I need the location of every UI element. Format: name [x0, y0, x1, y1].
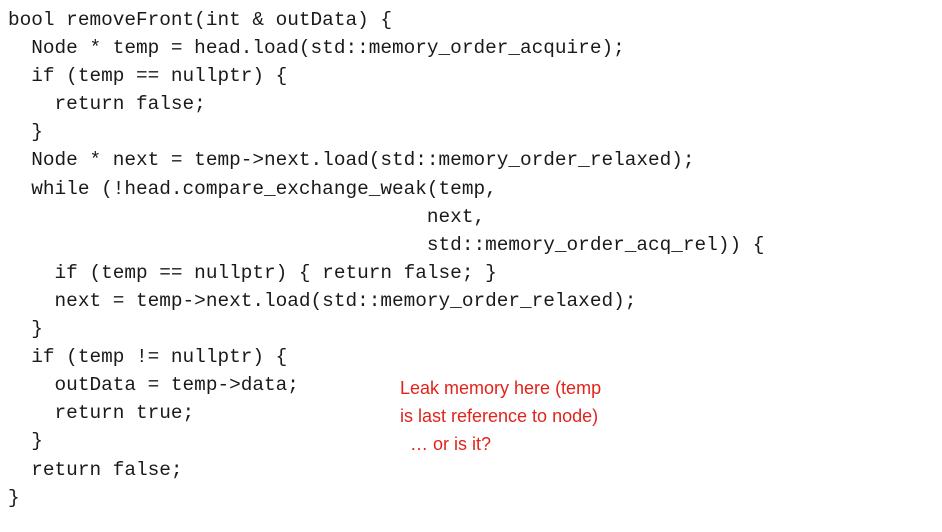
- annotation-line: Leak memory here (temp: [400, 378, 602, 398]
- code-line: }: [8, 318, 43, 341]
- code-line: return false;: [8, 93, 206, 116]
- code-line: if (temp != nullptr) {: [8, 346, 288, 369]
- code-line: if (temp == nullptr) { return false; }: [8, 261, 497, 284]
- code-line: if (temp == nullptr) {: [8, 65, 288, 88]
- code-line: }: [8, 486, 20, 509]
- code-line: Node * temp = head.load(std::memory_orde…: [8, 37, 625, 60]
- code-block: bool removeFront(int & outData) { Node *…: [8, 6, 764, 512]
- code-line: return false;: [8, 458, 183, 481]
- code-line: }: [8, 430, 43, 453]
- code-line: bool removeFront(int & outData) {: [8, 9, 392, 31]
- code-line: while (!head.compare_exchange_weak(temp,: [8, 177, 497, 200]
- code-line: next,: [8, 205, 486, 228]
- code-line: }: [8, 121, 43, 144]
- annotation-note: Leak memory here (temp is last reference…: [400, 374, 601, 458]
- code-line: std::memory_order_acq_rel)) {: [8, 233, 765, 256]
- code-line: return true;: [8, 402, 195, 425]
- annotation-line: … or is it?: [400, 434, 492, 455]
- code-line: Node * next = temp->next.load(std::memor…: [8, 149, 695, 172]
- annotation-line: is last reference to node): [400, 406, 599, 427]
- code-line: next = temp->next.load(std::memory_order…: [8, 289, 637, 312]
- code-line: outData = temp->data;: [8, 374, 299, 397]
